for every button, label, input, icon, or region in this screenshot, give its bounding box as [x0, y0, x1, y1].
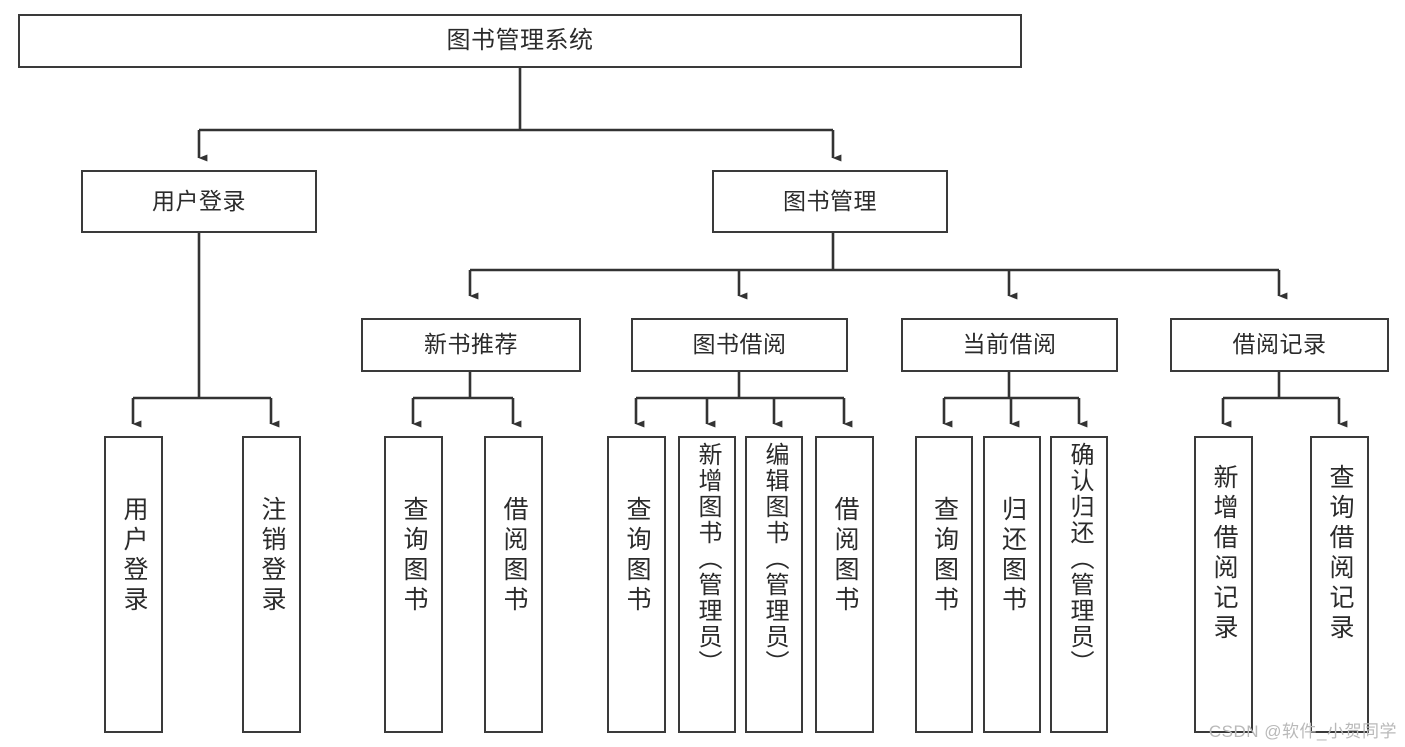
node-label: 借阅图书 [831, 496, 859, 616]
node-leaf-user-login[interactable]: 用户登录 [104, 436, 163, 733]
node-leaf-query-borrow-record[interactable]: 查询借阅记录 [1310, 436, 1369, 733]
node-book-borrow[interactable]: 图书借阅 [631, 318, 848, 372]
node-label: 图书管理 [783, 187, 877, 214]
node-label: 查询图书 [623, 496, 651, 616]
node-label: 当前借阅 [962, 331, 1057, 358]
node-leaf-lend-book[interactable]: 借阅图书 [815, 436, 874, 733]
node-leaf-query-book-borrow[interactable]: 查询图书 [607, 436, 666, 733]
node-current-borrow[interactable]: 当前借阅 [901, 318, 1118, 372]
node-new-book-recommend[interactable]: 新书推荐 [361, 318, 581, 372]
node-leaf-confirm-return-admin[interactable]: 确认归还（管理员） [1050, 436, 1108, 733]
node-label: 图书管理系统 [446, 26, 594, 54]
node-label: 图书借阅 [692, 331, 787, 358]
node-label: 用户登录 [152, 187, 246, 214]
node-label: 用户登录 [120, 496, 148, 616]
node-label: 注销登录 [258, 496, 286, 616]
node-borrow-record[interactable]: 借阅记录 [1170, 318, 1389, 372]
node-leaf-logout[interactable]: 注销登录 [242, 436, 301, 733]
node-leaf-add-book-admin[interactable]: 新增图书（管理员） [678, 436, 736, 733]
node-leaf-add-borrow-record[interactable]: 新增借阅记录 [1194, 436, 1253, 733]
node-label: 新增图书（管理员） [694, 442, 721, 676]
node-root-book-management-system[interactable]: 图书管理系统 [18, 14, 1022, 68]
node-leaf-return-book[interactable]: 归还图书 [983, 436, 1041, 733]
node-label: 归还图书 [998, 496, 1027, 616]
node-label: 查询借阅记录 [1326, 464, 1354, 644]
watermark-text: CSDN @软件_小贺同学 [1208, 722, 1397, 741]
node-book-management[interactable]: 图书管理 [712, 170, 948, 233]
node-leaf-borrow-book-recommend[interactable]: 借阅图书 [484, 436, 543, 733]
node-label: 新增借阅记录 [1210, 464, 1238, 644]
node-user-login[interactable]: 用户登录 [81, 170, 317, 233]
node-label: 编辑图书（管理员） [761, 442, 788, 676]
node-label: 借阅图书 [500, 496, 528, 616]
node-label: 借阅记录 [1232, 331, 1327, 358]
node-label: 查询图书 [930, 496, 959, 616]
node-leaf-edit-book-admin[interactable]: 编辑图书（管理员） [745, 436, 803, 733]
node-label: 确认归还（管理员） [1066, 442, 1093, 676]
node-leaf-query-book-recommend[interactable]: 查询图书 [384, 436, 443, 733]
node-label: 查询图书 [400, 496, 428, 616]
node-label: 新书推荐 [424, 331, 518, 358]
node-leaf-query-book-current[interactable]: 查询图书 [915, 436, 973, 733]
